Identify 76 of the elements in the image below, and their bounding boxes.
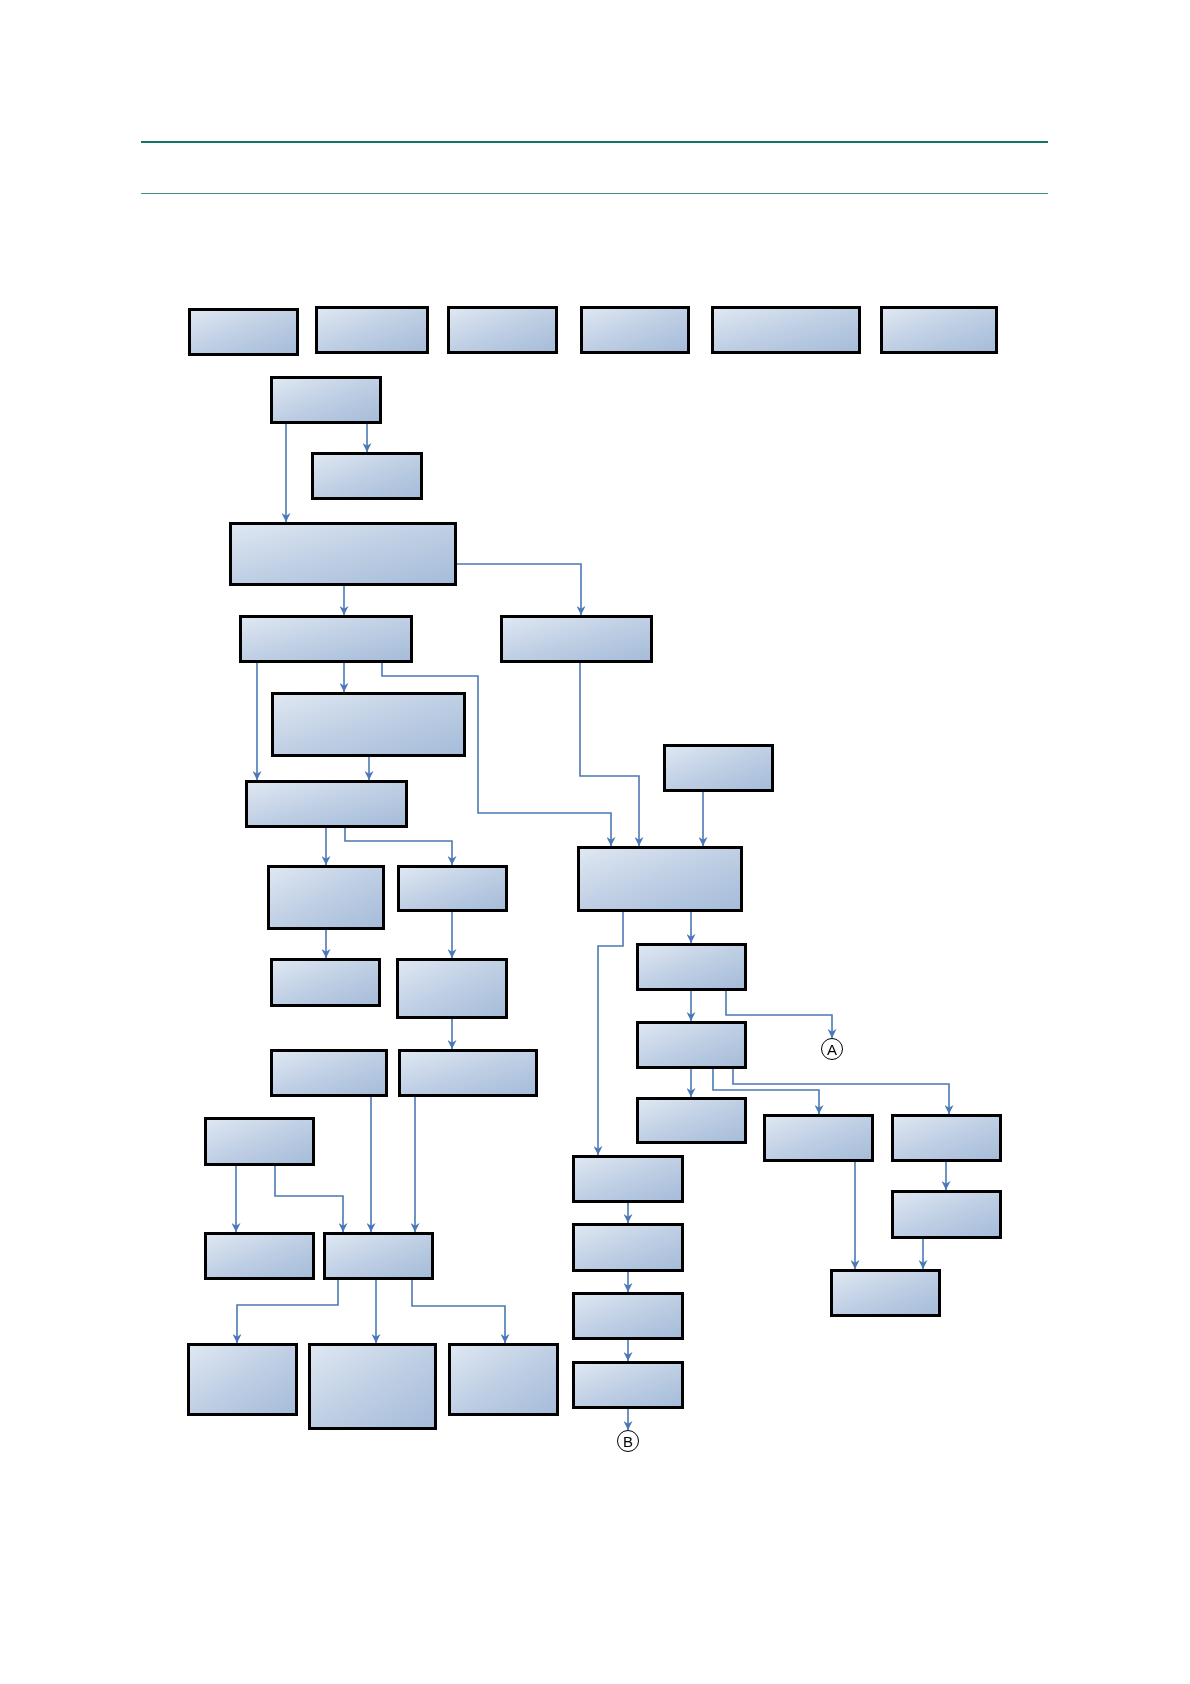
process-box [315,306,429,354]
process-box [188,308,299,356]
connector-arrow [362,423,372,453]
connector-arrow [918,1238,928,1270]
process-box [572,1223,684,1272]
process-box [204,1117,315,1166]
process-box [271,692,466,757]
process-box [229,522,457,586]
connector-arrow [381,662,616,847]
connector-arrow [252,662,262,781]
process-box [398,1049,538,1097]
connector-arrow [941,1161,951,1191]
process-box [500,615,653,663]
connector-arrow [732,1068,954,1115]
process-box [880,306,998,354]
connector-arrow [447,911,457,959]
process-box [448,1343,559,1416]
connector-arrow [410,1096,420,1233]
process-box [397,865,508,912]
connector-arrow [321,929,331,959]
connector-arrow [623,1339,633,1362]
process-box [308,1343,437,1430]
connector-arrow [456,563,586,616]
process-box [763,1114,874,1162]
connector-arrow [686,911,696,944]
process-box [270,1049,388,1097]
process-box [830,1269,941,1317]
connector-arrow [698,791,708,847]
connector-arrow [232,1279,339,1344]
process-box [270,376,382,424]
process-box [711,306,861,354]
connector-arrow [623,1408,633,1431]
process-box [891,1190,1002,1239]
connector-arrow [231,1165,241,1233]
connector-arrow [371,1279,381,1344]
connector-arrow [411,1279,510,1344]
connector-arrow [686,1068,696,1098]
connector-arrow [339,662,349,693]
connector-letter: B [623,1433,633,1449]
process-box [572,1292,684,1340]
process-box [270,958,381,1007]
process-box [204,1232,315,1280]
connector-arrow [579,662,644,847]
connector-arrow [366,1096,376,1233]
connector-arrow [725,990,837,1039]
connector-letter: A [827,1041,837,1057]
connector-arrow [623,1202,633,1224]
connector-arrow [274,1165,348,1233]
process-box [447,306,558,354]
process-box [636,1097,747,1144]
process-box [239,615,413,663]
connector-arrow [593,911,624,1156]
process-box [396,958,508,1019]
process-box [663,744,774,792]
process-box [245,780,408,828]
connector-arrow [686,990,696,1022]
process-box [577,846,743,912]
process-box [267,865,385,930]
process-box [891,1114,1002,1162]
process-box [572,1155,684,1203]
process-box [311,452,423,500]
connector-arrow [339,585,349,616]
connector-arrow [712,1068,824,1115]
connector-arrow [364,756,374,781]
process-box [187,1343,298,1416]
process-box [323,1232,434,1280]
process-box [636,1021,747,1069]
process-box [636,943,747,991]
connector-arrow [623,1271,633,1293]
connector-arrow [321,827,331,866]
connector-arrow [281,423,291,523]
process-box [580,306,690,354]
connector-arrow [344,827,457,866]
process-box [572,1361,684,1409]
connector-arrow [447,1018,457,1050]
connector-arrow [850,1161,860,1270]
